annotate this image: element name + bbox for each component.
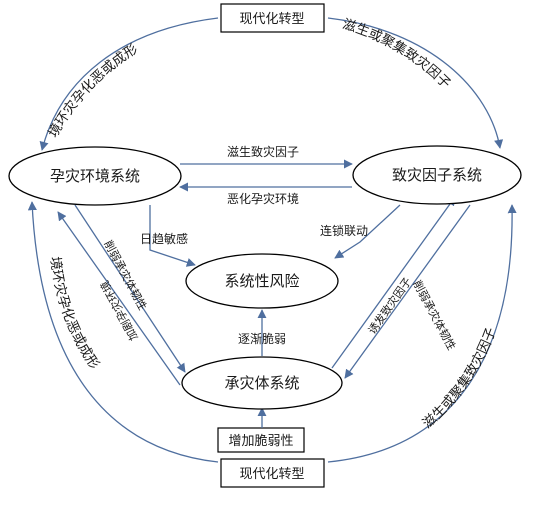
bearer-node-label: 承灾体系统 <box>224 374 299 392</box>
inner-edges <box>57 159 471 428</box>
arc-label-top-right: 滋生或聚集致灾因子 <box>341 16 454 92</box>
bottom-box-label: 现代化转型 <box>239 467 304 482</box>
outer-cycle <box>27 17 517 463</box>
edge-bearer-to-env <box>57 211 181 386</box>
arc-top-left <box>39 17 219 151</box>
edge-label-factor-to-risk: 连锁联动 <box>320 223 368 238</box>
factor-node-label: 致灾因子系统 <box>392 166 482 184</box>
vulnerability-box-label: 增加脆弱性 <box>228 433 293 449</box>
factor-node: 致灾因子系统 <box>352 145 522 205</box>
top-box-label: 现代化转型 <box>239 12 304 27</box>
arc-label-top-right-path: 滋生或聚集致灾因子 <box>341 16 454 92</box>
arc-label-bottom-right: 滋生或聚集致灾因子 <box>420 325 500 431</box>
arc-label-bottom-right-path: 滋生或聚集致灾因子 <box>420 325 500 431</box>
edge-bearer-to-factor <box>331 196 456 369</box>
risk-node: 系统性风险 <box>185 253 339 309</box>
bearer-node: 承灾体系统 <box>181 356 343 410</box>
edge-label-factor-to-bearer: 诱发致灾因子 <box>365 275 414 337</box>
edge-env-to-bearer <box>74 204 186 373</box>
edge-env-to-risk <box>149 205 196 267</box>
arc-label-top-left-path: 境环灾孕化恶或成形 <box>45 41 141 141</box>
edge-label-bearer-to-factor: 削弱承灾体韧性 <box>410 278 459 353</box>
top-transformation-box: 现代化转型 <box>220 3 325 33</box>
edge-label-env-to-risk: 日趋敏感 <box>140 231 188 246</box>
environment-node-label: 孕灾环境系统 <box>50 167 140 185</box>
arc-top-right <box>327 17 504 149</box>
edge-label-env-to-factor: 滋生致灾因子 <box>227 144 299 159</box>
arc-label-top-left: 境环灾孕化恶或成形 <box>45 41 141 141</box>
arc-label-bottom-left: 境环灾孕化恶或成形 <box>47 256 103 373</box>
edge-factor-to-bearer <box>344 204 471 379</box>
arc-label-bottom-left-path: 境环灾孕化恶或成形 <box>47 256 103 373</box>
risk-node-label: 系统性风险 <box>224 272 299 290</box>
edge-label-bearer-to-risk: 逐渐脆弱 <box>238 331 286 346</box>
arc-bottom-left <box>27 201 219 463</box>
environment-node: 孕灾环境系统 <box>8 146 182 206</box>
edge-label-factor-to-env: 恶化孕灾环境 <box>227 191 299 206</box>
arc-bottom-right <box>327 204 517 463</box>
vulnerability-box: 增加脆弱性 <box>217 427 305 453</box>
edge-factor-to-risk <box>334 204 401 259</box>
bottom-transformation-box: 现代化转型 <box>220 458 325 488</box>
